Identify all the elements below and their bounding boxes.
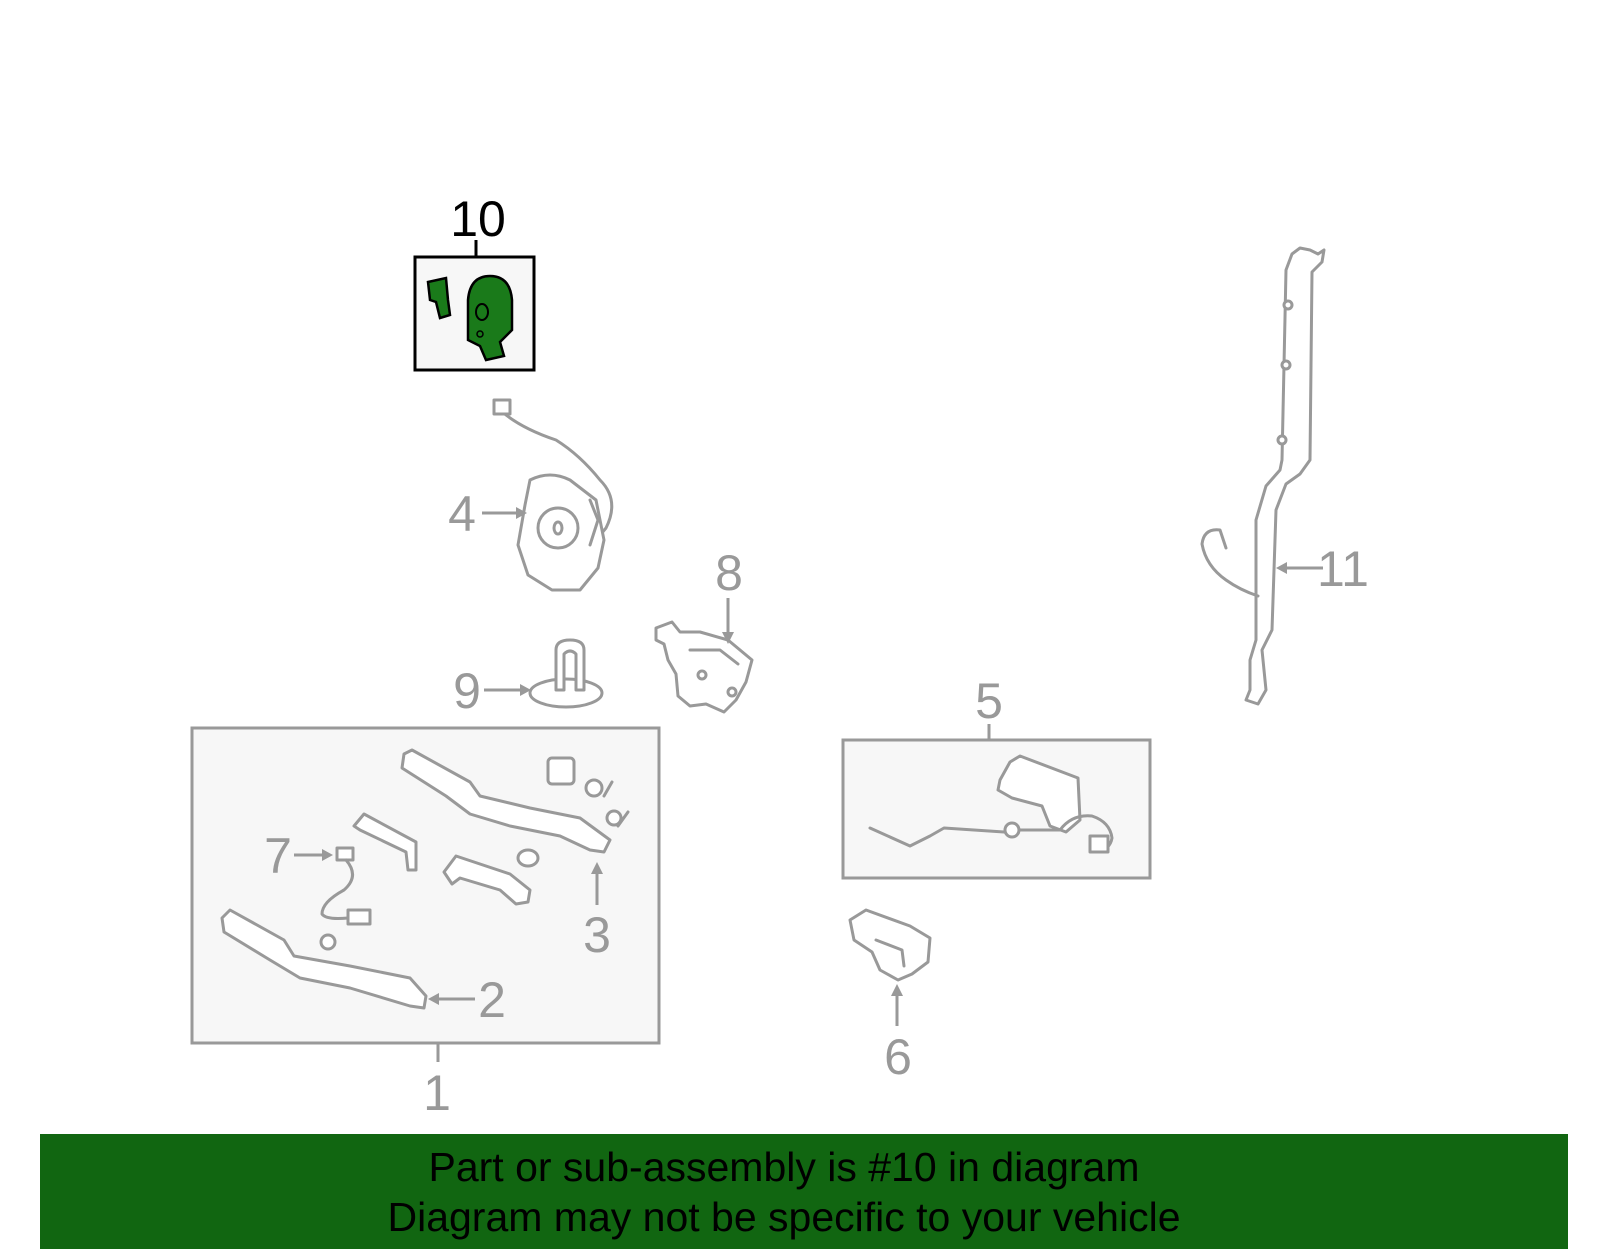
callout-7: 7: [264, 828, 292, 884]
part-7-harness[interactable]: [320, 846, 372, 926]
callout-3: 3: [583, 907, 611, 963]
part-10-hole: [475, 303, 489, 321]
part-3-screw-1: [584, 778, 604, 798]
part-8-lock[interactable]: [654, 620, 754, 714]
part-4-gear-hub: [552, 520, 564, 536]
info-banner: Part or sub-assembly is #10 in diagram D…: [40, 1134, 1568, 1249]
arrow-3: [591, 862, 603, 874]
part-3-cap: [546, 756, 576, 786]
part-11-hook: [1200, 528, 1260, 598]
part-9-loop: [554, 638, 586, 692]
arrow-2: [428, 993, 439, 1005]
part-4-connector: [492, 398, 512, 416]
callout-10: 10: [450, 191, 506, 247]
part-5-housing: [996, 754, 1082, 834]
callout-9: 9: [453, 663, 481, 719]
part-10-sensor-shape: [466, 274, 514, 362]
callout-4: 4: [448, 486, 476, 542]
part-8-body: [654, 620, 754, 714]
part-6-bracket[interactable]: [848, 908, 932, 982]
part-1-washer: [319, 933, 337, 951]
part-11-hole-2: [1280, 359, 1292, 371]
part-2-handle[interactable]: [220, 908, 428, 1010]
part-7-connector-bottom: [346, 908, 372, 926]
callout-6: 6: [884, 1029, 912, 1085]
part-5-lock-cylinder: [868, 754, 1114, 854]
part-1-clip-2: [442, 854, 532, 906]
arrow-7: [322, 849, 333, 861]
part-2-body: [220, 908, 428, 1010]
callout-8: 8: [715, 545, 743, 601]
part-6-detail: [874, 938, 906, 968]
part-3-screw-2: [605, 809, 623, 827]
arrow-6: [891, 984, 903, 996]
part-7-wire: [320, 858, 354, 920]
part-1-clip-1: [352, 812, 418, 872]
part-5-rod: [868, 826, 1006, 848]
banner-line-1: Part or sub-assembly is #10 in diagram: [428, 1144, 1140, 1190]
part-10-small-hole: [476, 330, 484, 338]
part-10-clip-shape: [426, 276, 452, 320]
part-8-hole-2: [726, 686, 738, 698]
part-3-body: [400, 748, 612, 854]
part-4-detail: [588, 498, 600, 547]
callout-2: 2: [478, 972, 506, 1028]
arrow-11: [1276, 562, 1287, 574]
part-4-actuator[interactable]: [492, 398, 614, 592]
part-1-small-parts: [319, 812, 540, 951]
part-11-rod[interactable]: [1200, 246, 1326, 706]
part-9-striker[interactable]: [528, 638, 604, 709]
arrow-8: [722, 632, 734, 644]
part-11-hole-1: [1282, 299, 1294, 311]
part-11-hole-3: [1276, 434, 1288, 446]
arrow-9: [520, 684, 531, 696]
callout-5: 5: [975, 673, 1003, 729]
banner-line-2: Diagram may not be specific to your vehi…: [387, 1194, 1181, 1240]
callout-1: 1: [423, 1065, 451, 1121]
arrow-4: [516, 507, 527, 519]
part-5-nut: [1003, 821, 1021, 839]
part-3-screw-shafts: [602, 780, 630, 828]
callout-11: 11: [1317, 541, 1369, 597]
part-10-highlighted[interactable]: [413, 240, 536, 372]
part-3-handle[interactable]: [400, 748, 630, 854]
part-5-connector: [1088, 834, 1110, 854]
part-8-detail-1: [688, 648, 740, 666]
part-11-body: [1244, 246, 1326, 706]
part-7-connector-top: [335, 846, 355, 862]
part-9-base: [528, 677, 604, 709]
part-1-grommet: [516, 848, 540, 868]
part-8-hole-1: [696, 669, 708, 681]
part-5-box[interactable]: [841, 738, 1152, 880]
